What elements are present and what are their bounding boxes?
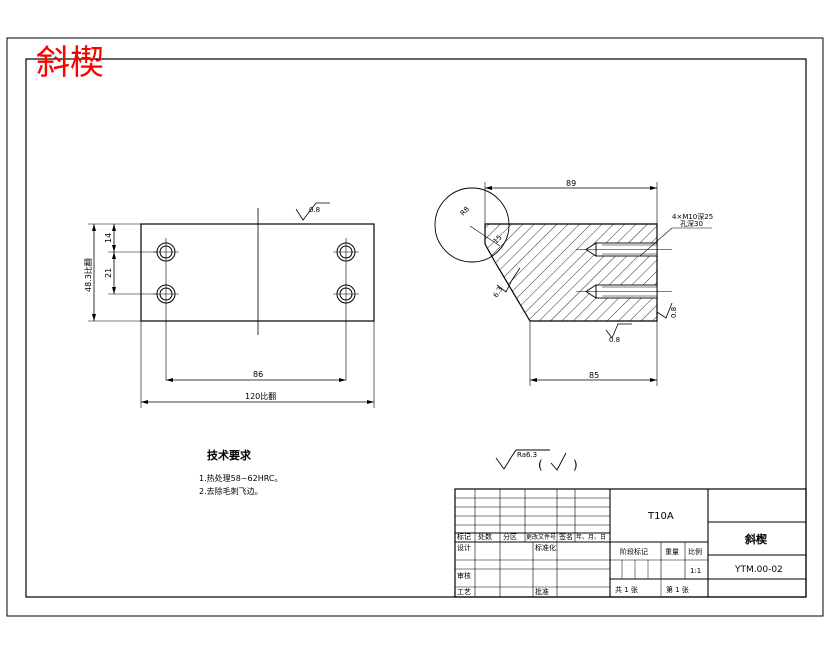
section-outline	[484, 223, 658, 322]
tb-hdr-doc: 更改文件号	[526, 533, 556, 541]
tb-row-std: 标准化	[535, 543, 556, 552]
roughness-value-left: 6.3	[492, 285, 504, 299]
dim-total-width: 120比翻	[245, 391, 276, 401]
tb-hdr-mark: 标记	[457, 532, 471, 541]
thread-note-1: 4×M10深25	[672, 212, 713, 221]
inner-border	[25, 58, 807, 598]
surface-note-paren-open: (	[538, 458, 543, 472]
thread-note-2: 孔深30	[680, 219, 703, 228]
front-view	[88, 202, 375, 408]
surface-note-value: Ra6.3	[517, 451, 537, 459]
tb-part-name: 斜楔	[744, 532, 767, 546]
title-block	[454, 488, 807, 598]
tb-hdr-date: 年、月、日	[576, 533, 606, 541]
tech-heading: 技术要求	[207, 448, 252, 462]
tb-material: T10A	[647, 511, 674, 522]
outer-border	[6, 37, 824, 617]
roughness-symbol-front	[295, 202, 330, 221]
detail-circle	[434, 187, 510, 263]
tb-row-process: 工艺	[457, 588, 471, 596]
surface-note	[495, 449, 567, 471]
tb-hdr-count: 处数	[478, 532, 492, 541]
tb-hdr-zone: 分区	[503, 532, 517, 541]
dim-total-height: 48.3比翻	[83, 258, 93, 292]
roughness-value-right: 0.8	[670, 307, 678, 318]
dim-side-top: 89	[566, 179, 576, 188]
roughness-symbol-bottom	[605, 323, 632, 339]
tech-item-1: 1.热处理58~62HRC。	[199, 473, 282, 483]
front-outline	[140, 223, 375, 322]
surface-note-paren-close: )	[573, 458, 578, 472]
tb-row-approve: 批准	[535, 587, 549, 596]
roughness-value-front: 0.8	[309, 206, 320, 214]
tb-weight: 重量	[665, 548, 679, 556]
side-view	[484, 223, 658, 322]
dim-side-bottom: 85	[589, 371, 599, 380]
tb-drawing-no: YTM.00-02	[734, 565, 783, 575]
drawing-title: 斜楔	[36, 43, 104, 83]
dim-detail-radius: R8	[459, 205, 471, 217]
tech-item-2: 2.去除毛刺飞边。	[199, 486, 263, 496]
tb-scale-value: 1:1	[690, 567, 701, 575]
tb-scale-label: 比例	[688, 547, 702, 556]
dim-chamfer: 15	[492, 233, 504, 245]
tb-sheet-total: 共 1 张	[615, 585, 638, 594]
tb-stage-mark: 阶段标记	[620, 547, 648, 556]
roughness-symbol-left	[496, 267, 521, 293]
roughness-symbol-right	[656, 302, 673, 319]
tb-hdr-sign: 签名	[559, 532, 573, 541]
roughness-value-bottom: 0.8	[609, 336, 620, 344]
dim-inner-width: 86	[253, 370, 263, 379]
tb-sheet-no: 第 1 张	[666, 585, 689, 594]
tb-row-review: 审核	[457, 571, 471, 580]
dim-hole-spacing: 21	[104, 268, 113, 278]
tb-row-design: 设计	[457, 543, 471, 552]
dim-top-gap: 14	[104, 233, 113, 243]
